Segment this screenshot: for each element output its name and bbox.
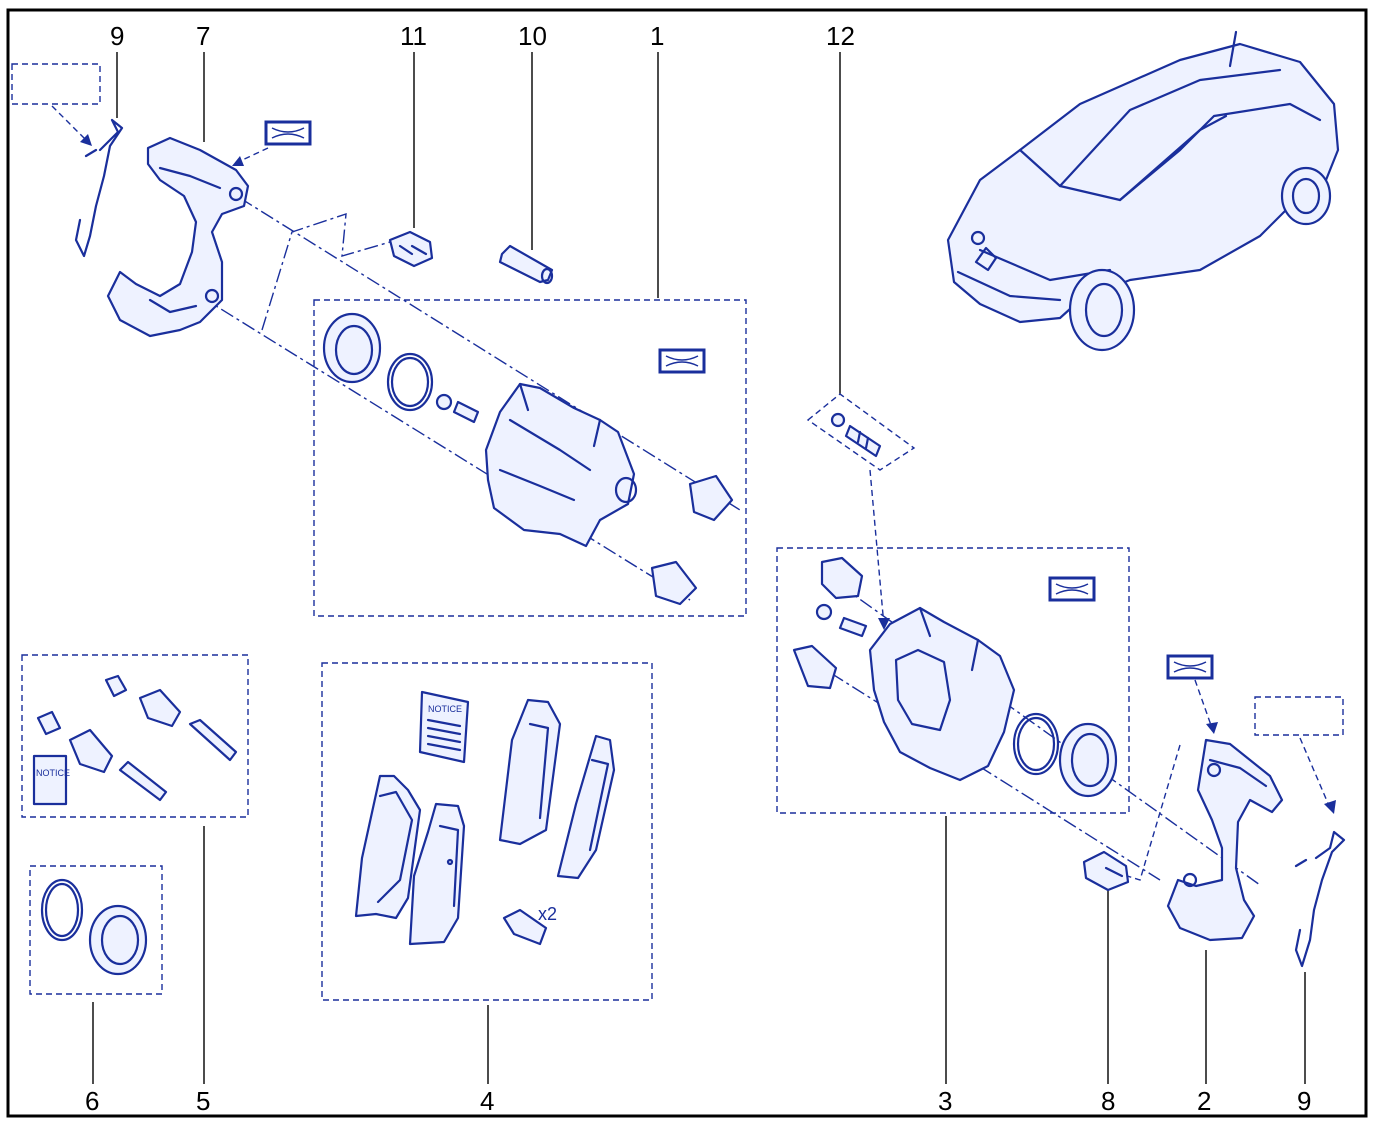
leader-lines	[92, 52, 1306, 1084]
notice-booklet-icon: NOTICE	[32, 754, 70, 806]
callout-3: 3	[938, 1086, 952, 1116]
bolt-8	[1082, 850, 1130, 892]
bolt-quantity-label: x2	[538, 904, 557, 924]
label-tag-icon	[264, 120, 312, 146]
caliper-bracket-7	[106, 136, 250, 338]
callout-2: 2	[1197, 1086, 1211, 1116]
arrow-head-icon	[1324, 800, 1336, 814]
pad-bolt-icon	[502, 908, 548, 946]
kit-box-1-caliper-left	[313, 299, 747, 617]
bolt-11	[388, 230, 434, 268]
arrow-markers	[51, 105, 1336, 814]
seal-kit-6	[40, 878, 148, 976]
callout-1: 1	[650, 21, 664, 51]
caliper-bracket-2	[1166, 738, 1284, 942]
vehicle-illustration	[946, 30, 1340, 352]
kit-box-3-caliper-right	[776, 547, 1130, 814]
callout-9-top: 9	[110, 21, 124, 51]
callout-10: 10	[518, 21, 547, 51]
callout-9-bottom: 9	[1297, 1086, 1311, 1116]
label-tag-icon	[1166, 654, 1214, 680]
callout-12: 12	[826, 21, 855, 51]
spring-clip-9-right	[1294, 830, 1346, 968]
notice-booklet-icon: NOTICE	[418, 690, 470, 764]
callout-6: 6	[85, 1086, 99, 1116]
diagram-frame	[6, 8, 1368, 1118]
kit-box-6-seals	[29, 865, 163, 995]
notice-booklet-label: NOTICE	[428, 704, 462, 714]
bleed-screw-12	[830, 412, 882, 458]
arrow-head-icon	[878, 618, 890, 630]
spring-clip-9-left	[74, 118, 124, 258]
callout-7: 7	[196, 21, 210, 51]
caliper-kit-1	[322, 312, 734, 606]
kit-box-12-bleed-screw	[806, 393, 916, 471]
arrow-head-icon	[232, 156, 244, 166]
kit-box-4-brake-pads	[321, 662, 653, 1001]
callout-5: 5	[196, 1086, 210, 1116]
guide-pin-kit-5: NOTICE	[32, 674, 238, 806]
callout-4: 4	[480, 1086, 494, 1116]
label-tag-icon	[658, 348, 706, 374]
callout-8: 8	[1101, 1086, 1115, 1116]
notice-booklet-label: NOTICE	[36, 768, 70, 778]
caliper-kit-3	[792, 556, 1118, 798]
reference-box-bottom-right	[1254, 696, 1344, 736]
guide-pin-10	[498, 244, 554, 285]
reference-box-top-left	[11, 63, 101, 105]
callout-11: 11	[400, 21, 427, 51]
label-tag-icons	[264, 120, 1214, 680]
kit-box-5-guide-pins	[21, 654, 249, 818]
arrow-head-icon	[80, 134, 92, 146]
brake-pad-kit-4: NOTICE x2	[354, 690, 616, 946]
arrow-head-icon	[1206, 722, 1218, 734]
label-tag-icon	[1048, 576, 1096, 602]
